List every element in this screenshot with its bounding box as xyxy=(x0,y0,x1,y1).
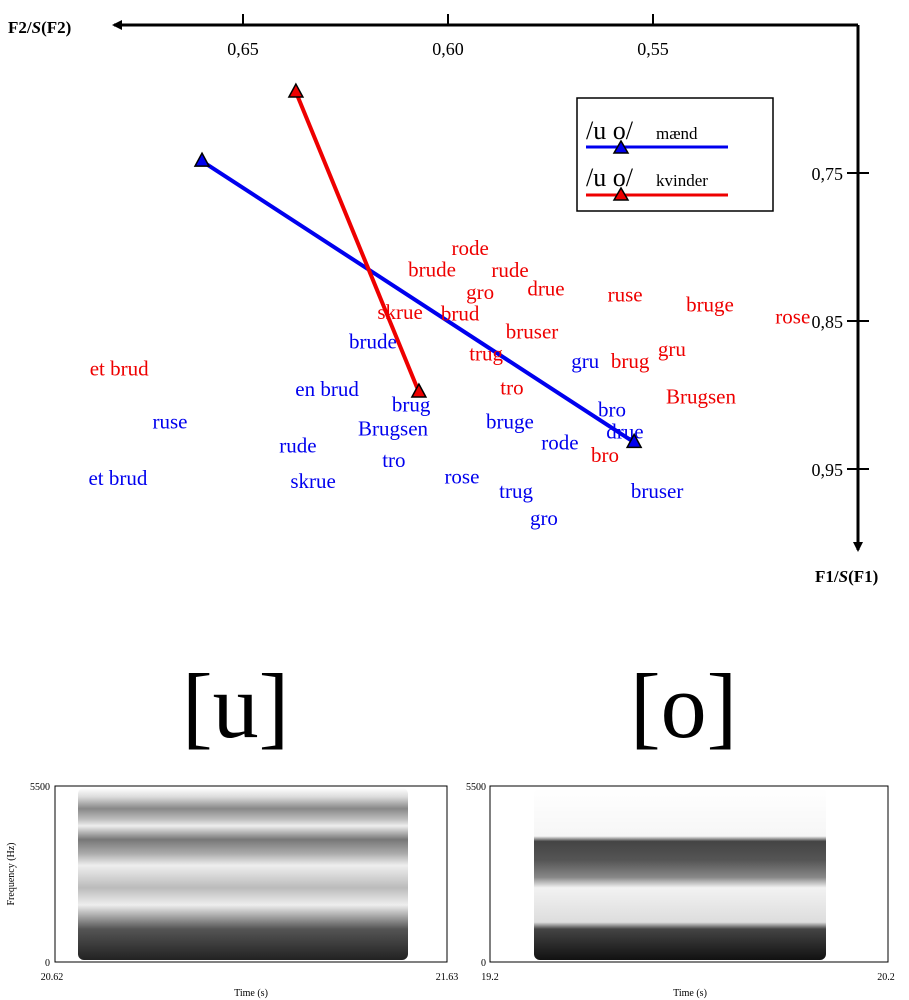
point-label: rode xyxy=(541,430,578,454)
point-label: bro xyxy=(591,443,619,467)
spec-u-xlabel: Time (s) xyxy=(234,988,268,999)
point-label: gro xyxy=(466,280,494,304)
spec-o-xmin: 19.2 xyxy=(481,972,499,983)
point-label: tro xyxy=(500,376,523,400)
spectrogram-u: 5500 0 Frequency (Hz) 20.62 21.63 Time (… xyxy=(6,782,458,999)
y-axis-label: F1/S(F1) xyxy=(815,567,878,586)
spec-o-xmax: 20.2 xyxy=(877,972,895,983)
spec-o-ymax: 5500 xyxy=(466,782,486,793)
spec-u-ymin: 0 xyxy=(45,958,50,969)
point-label: bruge xyxy=(686,293,734,317)
triangle-marker xyxy=(625,432,643,449)
point-label: skrue xyxy=(290,469,336,493)
legend-symbol-2: /u o/ xyxy=(586,163,634,192)
point-label: Brugsen xyxy=(358,417,428,441)
title-u: [u] xyxy=(182,655,290,757)
spec-u-xmin: 20.62 xyxy=(41,972,64,983)
point-label: drue xyxy=(527,276,564,300)
point-label: gru xyxy=(658,337,686,361)
triangle-marker xyxy=(193,151,211,167)
x-tick-label: 0,65 xyxy=(227,39,259,59)
triangle-marker xyxy=(287,82,305,98)
series-line-kvinder xyxy=(294,91,421,393)
point-label: rose xyxy=(444,464,479,488)
legend-label-1: mænd xyxy=(656,124,698,143)
spec-u-xmax: 21.63 xyxy=(436,972,459,983)
legend: /u o/ mænd /u o/ kvinder xyxy=(576,97,774,212)
spectrogram-o: 5500 0 19.2 20.2 Time (s) xyxy=(466,782,895,999)
point-label: rose xyxy=(775,305,810,329)
point-label: gro xyxy=(530,506,558,530)
point-label: ruse xyxy=(153,410,188,434)
point-label: rude xyxy=(279,433,316,457)
point-label: trug xyxy=(499,479,533,503)
spec-o-ymin: 0 xyxy=(481,958,486,969)
legend-label-2: kvinder xyxy=(656,171,708,190)
legend-symbol-1: /u o/ xyxy=(586,116,634,145)
point-label: skrue xyxy=(377,300,423,324)
point-label: bruser xyxy=(506,319,558,343)
title-o: [o] xyxy=(630,655,738,757)
legend-marker-1 xyxy=(612,139,630,154)
x-axis-label: F2/S(F2) xyxy=(8,18,71,37)
y-tick-label: 0,75 xyxy=(812,164,844,184)
point-label: Brugsen xyxy=(666,384,736,408)
point-label: bro xyxy=(598,398,626,422)
point-label: rode xyxy=(451,236,488,260)
y-tick-label: 0,85 xyxy=(812,312,844,332)
point-label: en brud xyxy=(295,377,359,401)
vowel-plot: F2/S(F2) F1/S(F1) 0,65 0,60 0,55 0,75 0,85 0,… xyxy=(8,14,878,586)
spec-u-ymax: 5500 xyxy=(30,782,50,793)
spectrograms: 5500 0 Frequency (Hz) 20.62 21.63 Time (… xyxy=(6,782,895,999)
point-label: gru xyxy=(571,349,599,373)
point-label: et brud xyxy=(90,356,149,380)
legend-marker-2 xyxy=(612,186,630,201)
x-tick-label: 0,60 xyxy=(432,39,464,59)
point-label: bruser xyxy=(631,479,683,503)
point-label: trug xyxy=(469,342,503,366)
point-label: et brud xyxy=(88,466,147,490)
series-line-mænd xyxy=(200,159,636,445)
point-label: brug xyxy=(611,349,650,373)
triangle-marker xyxy=(410,382,428,398)
point-label: bruge xyxy=(486,410,534,434)
y-tick-label: 0,95 xyxy=(812,460,844,480)
point-label: ruse xyxy=(608,282,643,306)
spec-o-xlabel: Time (s) xyxy=(673,988,707,999)
point-label: brude xyxy=(349,330,397,354)
spec-u-ylabel: Frequency (Hz) xyxy=(6,842,17,905)
point-label: brude xyxy=(408,258,456,282)
point-label: rude xyxy=(491,258,528,282)
point-label: brud xyxy=(441,302,480,326)
x-tick-label: 0,55 xyxy=(637,39,669,59)
point-label: tro xyxy=(382,448,405,472)
